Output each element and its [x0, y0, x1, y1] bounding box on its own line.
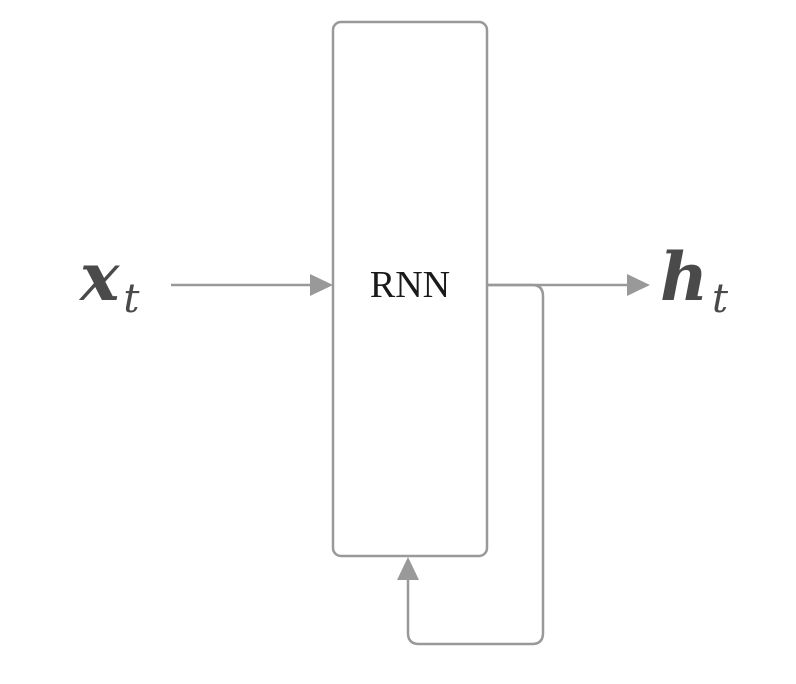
input-subscript: t: [123, 276, 140, 322]
rnn-cell-label: RNN: [370, 264, 450, 306]
output-subscript: t: [712, 276, 729, 322]
input-arrowhead: [310, 274, 333, 296]
output-symbol: h: [660, 238, 708, 316]
output-arrowhead: [627, 274, 650, 296]
recurrent-loop-arrowhead: [397, 557, 419, 580]
recurrent-loop-path: [406, 283, 545, 646]
input-symbol: x: [78, 238, 120, 316]
rnn-cell-box: [331, 20, 489, 558]
